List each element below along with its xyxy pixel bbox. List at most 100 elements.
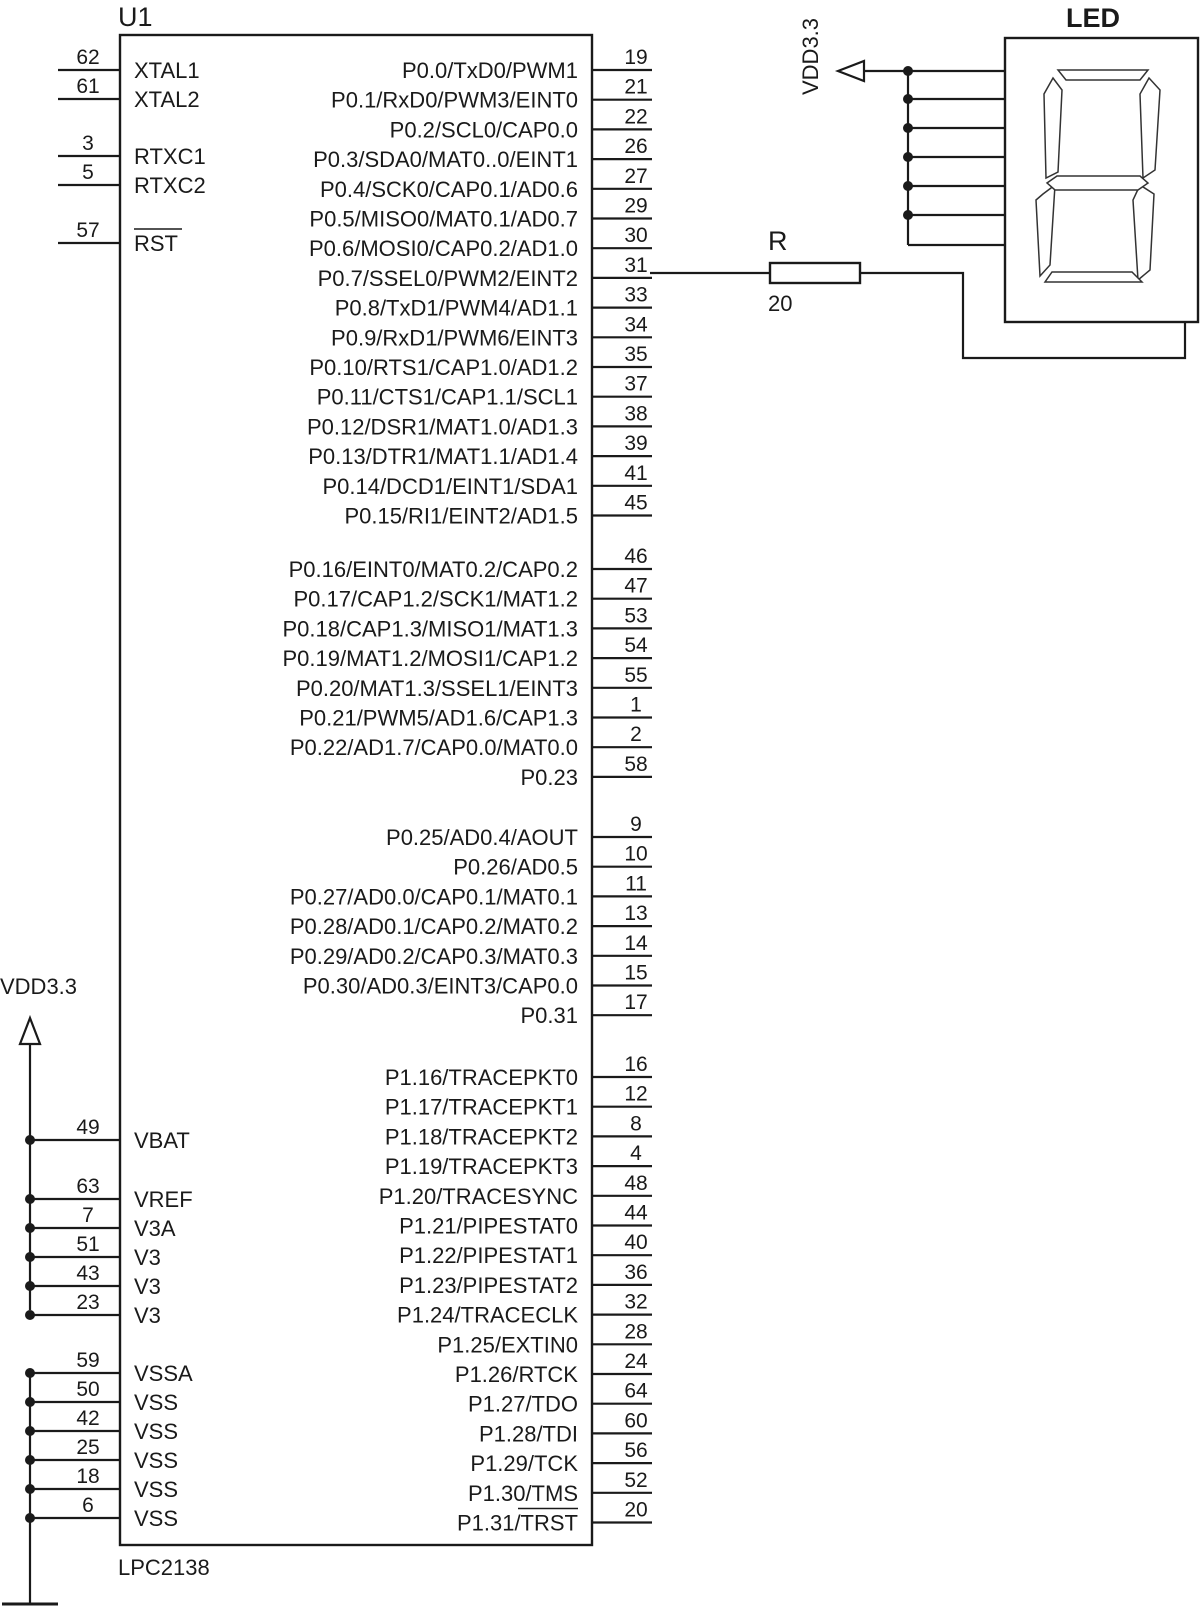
right-pin-number: 33 (624, 284, 647, 307)
right-pin-number: 44 (624, 1202, 648, 1225)
right-pin-name: P1.31/TRST (457, 1511, 578, 1536)
right-pin-name: P1.18/TRACEPKT2 (385, 1124, 578, 1149)
left-pin-name: V3 (134, 1245, 161, 1270)
left-pin-number: 25 (76, 1436, 99, 1459)
right-pin-name: P0.4/SCK0/CAP0.1/AD0.6 (320, 177, 578, 202)
left-pin-number: 63 (76, 1175, 99, 1198)
left-pin-number: 51 (76, 1233, 99, 1256)
right-pin-number: 41 (624, 462, 647, 485)
junction-dot (903, 210, 913, 220)
right-pin-name: P0.29/AD0.2/CAP0.3/MAT0.3 (290, 944, 578, 969)
right-pin-number: 46 (624, 545, 647, 568)
segment-b (1139, 76, 1161, 180)
junction-dot (903, 152, 913, 162)
left-pin-number: 43 (76, 1262, 99, 1285)
right-pin-number: 27 (624, 165, 647, 188)
left-pin-name: RTXC2 (134, 173, 206, 198)
junction-dot (903, 94, 913, 104)
left-pin-name: XTAL2 (134, 87, 200, 112)
right-pin-name: P0.1/RxD0/PWM3/EINT0 (331, 88, 578, 113)
right-pin-number: 54 (624, 634, 648, 657)
right-pin-number: 20 (624, 1499, 647, 1522)
left-pin-name: VSS (134, 1448, 178, 1473)
right-pin-name: P0.26/AD0.5 (453, 855, 578, 880)
left-pin-number: 61 (76, 75, 99, 98)
right-pin-number: 21 (624, 76, 647, 99)
left-pin-name: VSS (134, 1477, 178, 1502)
right-pin-number: 8 (630, 1112, 642, 1135)
right-pin-name: P0.0/TxD0/PWM1 (402, 58, 578, 83)
right-pin-number: 56 (624, 1439, 647, 1462)
right-pin-name: P0.17/CAP1.2/SCK1/MAT1.2 (293, 587, 578, 612)
junction-dot (903, 123, 913, 133)
resistor-value: 20 (768, 291, 792, 316)
left-pin-name: VREF (134, 1187, 193, 1212)
right-pin-name: P0.22/AD1.7/CAP0.0/MAT0.0 (290, 735, 578, 760)
right-pin-number: 1 (630, 694, 642, 717)
right-pin-name: P0.12/DSR1/MAT1.0/AD1.3 (307, 414, 578, 439)
right-pin-name: P0.16/EINT0/MAT0.2/CAP0.2 (289, 557, 578, 582)
right-pin-name: P1.21/PIPESTAT0 (399, 1214, 578, 1239)
right-pin-name: P1.29/TCK (470, 1451, 578, 1476)
right-pin-name: P0.14/DCD1/EINT1/SDA1 (322, 474, 578, 499)
left-pin-number: 57 (76, 219, 99, 242)
left-vdd-label: VDD3.3 (0, 974, 77, 999)
right-pin-name: P0.9/RxD1/PWM6/EINT3 (331, 325, 578, 350)
right-pin-name: P1.20/TRACESYNC (379, 1184, 578, 1209)
right-pin-name: P0.7/SSEL0/PWM2/EINT2 (318, 266, 578, 291)
right-pin-name: P0.25/AD0.4/AOUT (386, 825, 578, 850)
right-pin-number: 26 (624, 135, 647, 158)
right-pin-number: 39 (624, 432, 647, 455)
right-pin-number: 45 (624, 492, 647, 515)
right-pin-name: P0.13/DTR1/MAT1.1/AD1.4 (308, 444, 578, 469)
right-pin-name: P1.16/TRACEPKT0 (385, 1065, 578, 1090)
right-pin-number: 64 (624, 1380, 648, 1403)
right-pin-name: P0.5/MISO0/MAT0.1/AD0.7 (309, 207, 578, 232)
right-pin-name: P0.31 (521, 1003, 579, 1028)
right-pin-name: P0.19/MAT1.2/MOSI1/CAP1.2 (283, 646, 579, 671)
left-pin-number: 59 (76, 1349, 99, 1372)
left-pin-name: VSS (134, 1419, 178, 1444)
right-pin-name: P1.30/TMS (468, 1481, 578, 1506)
left-pin-name: RST (134, 231, 178, 256)
left-pin-number: 18 (76, 1465, 99, 1488)
left-pin-number: 6 (82, 1494, 94, 1517)
right-pin-number: 12 (624, 1083, 647, 1106)
right-pin-number: 30 (624, 224, 647, 247)
right-pin-name: P1.26/RTCK (455, 1362, 578, 1387)
right-pin-number: 2 (630, 723, 642, 746)
left-pins: 62XTAL161XTAL23RTXC15RTXC257RST49VBAT63V… (25, 46, 206, 1531)
right-pin-number: 32 (624, 1291, 647, 1314)
right-pin-number: 36 (624, 1261, 647, 1284)
right-pin-name: P0.2/SCL0/CAP0.0 (390, 117, 578, 142)
right-pin-number: 14 (624, 932, 648, 955)
left-pin-number: 62 (76, 46, 99, 69)
chip-body (118, 33, 594, 1547)
right-pin-name: P0.21/PWM5/AD1.6/CAP1.3 (299, 706, 578, 731)
resistor-to-led-wire (860, 271, 1187, 360)
right-pin-number: 17 (624, 991, 647, 1014)
right-pin-number: 47 (624, 575, 647, 598)
right-pin-name: P0.10/RTS1/CAP1.0/AD1.2 (309, 355, 578, 380)
right-pin-number: 53 (624, 604, 647, 627)
right-pin-number: 29 (624, 195, 647, 218)
right-pin-number: 55 (624, 664, 647, 687)
right-pin-name: P0.15/RI1/EINT2/AD1.5 (344, 504, 578, 529)
right-pin-number: 4 (630, 1142, 642, 1165)
right-pin-number: 9 (630, 813, 642, 836)
right-pin-number: 15 (624, 962, 647, 985)
left-pin-name: VSS (134, 1390, 178, 1415)
left-pin-name: VSS (134, 1506, 178, 1531)
junction-dot (903, 66, 913, 76)
segment-d (1043, 271, 1144, 283)
right-pin-name: P0.27/AD0.0/CAP0.1/MAT0.1 (290, 884, 578, 909)
left-pin-name: V3A (134, 1216, 176, 1241)
right-pin-name: P0.23 (521, 765, 579, 790)
right-pin-name: P1.27/TDO (468, 1392, 578, 1417)
right-pin-name: P1.17/TRACEPKT1 (385, 1095, 578, 1120)
led-label: LED (1066, 3, 1120, 33)
right-pin-name: P0.8/TxD1/PWM4/AD1.1 (335, 296, 578, 321)
segment-f (1043, 76, 1063, 180)
right-pin-name: P0.28/AD0.1/CAP0.2/MAT0.2 (290, 914, 578, 939)
